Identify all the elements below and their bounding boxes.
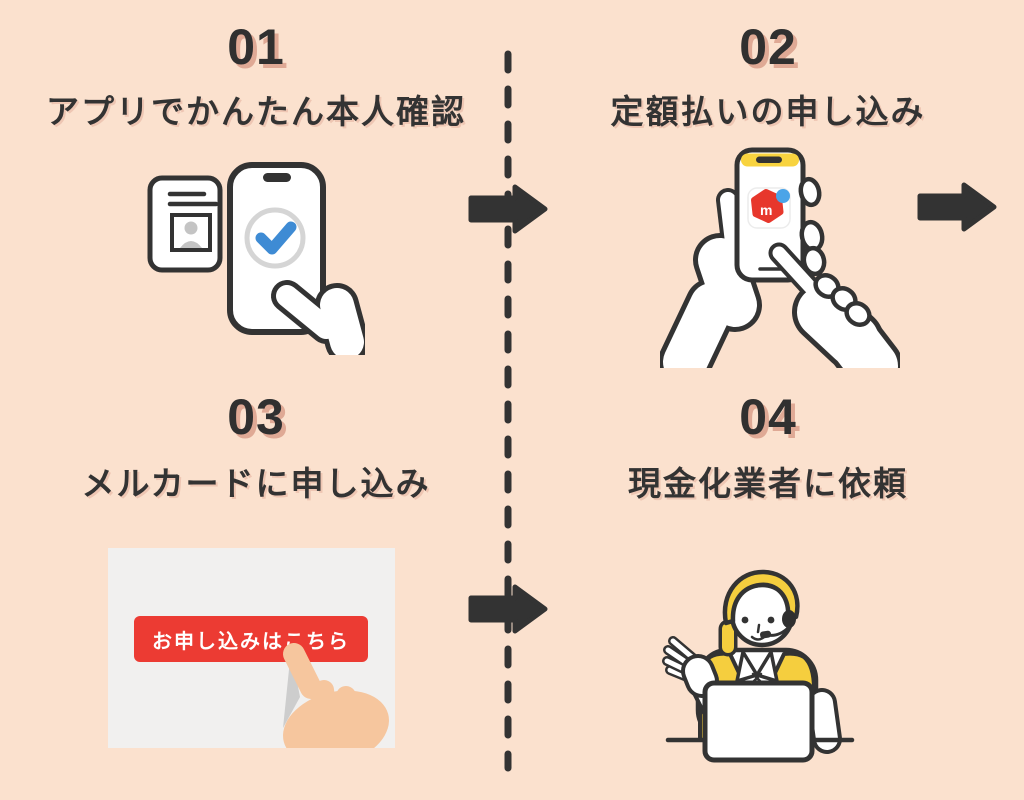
identity-verification-illustration [147, 162, 365, 355]
pointing-hand [768, 242, 900, 368]
head [718, 569, 800, 657]
step3-title: メルカードに申し込み [81, 465, 431, 502]
right-arm [807, 688, 842, 754]
webpage-panel: お申し込みはこちら [108, 548, 395, 748]
laptop [702, 680, 815, 763]
flat-hand [283, 643, 389, 748]
signup-button-label: お申し込みはこちら [152, 630, 350, 653]
vertical-dashed-divider [504, 50, 512, 772]
hair [722, 569, 800, 626]
step2-title: 定額払いの申し込み [610, 93, 926, 130]
checkmark-icon [255, 221, 297, 255]
step1-title: アプリでかんたん本人確認 [46, 93, 466, 130]
mercari-logo-icon: m [747, 187, 791, 229]
arrow-right-icon-step1-to-step2 [468, 184, 548, 234]
signup-button[interactable]: お申し込みはこちら [134, 616, 368, 662]
holding-hand [271, 280, 365, 355]
id-card-icon [147, 175, 223, 273]
step3-number: 03 [227, 389, 285, 445]
notification-dot [776, 189, 790, 203]
mercari-letter: m [760, 202, 772, 218]
step2-number: 02 [739, 19, 797, 75]
arrow-right-icon-step2-to-step3 [917, 182, 997, 232]
person-silhouette-icon [180, 221, 202, 248]
left-hand-fingertips [798, 176, 827, 277]
app-signup-illustration: m [660, 147, 900, 368]
step4-title: 現金化業者に依頼 [628, 465, 908, 502]
headset-icon [760, 610, 796, 639]
left-holding-hand [660, 188, 762, 368]
step1-number: 01 [227, 19, 285, 75]
step4-number: 04 [739, 389, 797, 445]
support-agent-illustration [662, 569, 855, 763]
arrow-right-icon-step3-to-step4 [468, 584, 548, 634]
